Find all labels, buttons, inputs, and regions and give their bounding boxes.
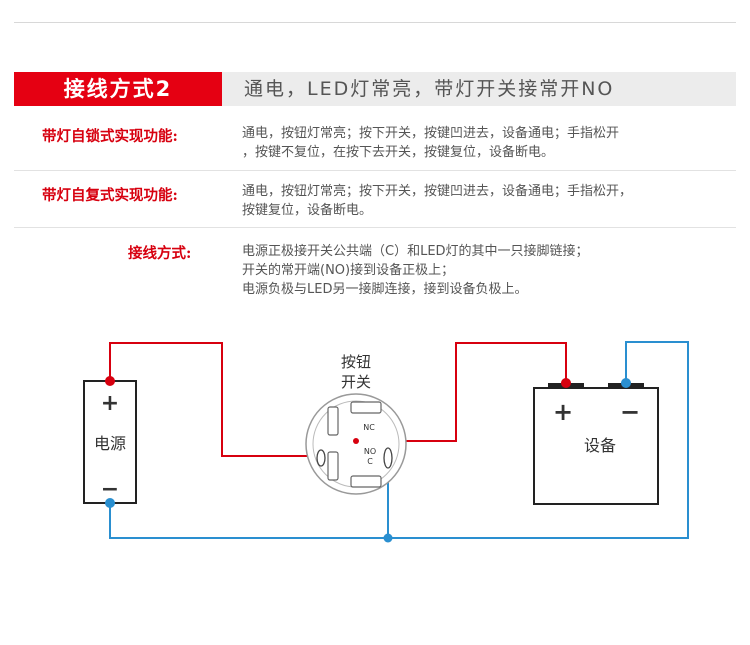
power-label: 电源 (94, 434, 126, 453)
terminal-no-label: NO (364, 447, 376, 456)
power-positive-terminal (105, 376, 115, 386)
power-negative-terminal (105, 498, 115, 508)
row-label-self-reset: 带灯自复式实现功能: (42, 187, 178, 204)
terminal-nc-label: NC (363, 423, 375, 432)
row-text-self-locking-1: 通电，按钮灯常亮；按下开关，按键凹进去，设备通电；手指松开 (242, 126, 620, 141)
switch-label-line1: 按钮 (341, 353, 371, 371)
power-minus-sign: − (101, 477, 119, 502)
section-banner: 接线方式2 通电，LED灯常亮，带灯开关接常开NO (14, 72, 736, 106)
switch-contact-point (353, 438, 359, 444)
banner-subtitle: 通电，LED灯常亮，带灯开关接常开NO (244, 78, 615, 100)
led-terminal-left (316, 449, 326, 467)
row-text-self-reset-2: 按键复位，设备断电。 (242, 203, 373, 218)
switch-no-to-device-wire (386, 342, 567, 442)
switch-pin-left-bottom (327, 451, 339, 481)
row-text-self-locking-2: ，按键不复位，在按下去开关，按键复位，设备断电。 (242, 145, 555, 160)
device-label: 设备 (584, 436, 616, 455)
row-label-self-locking: 带灯自锁式实现功能: (42, 128, 178, 145)
top-divider (14, 22, 736, 23)
switch-label-line2: 开关 (341, 373, 371, 391)
device-negative-terminal (621, 378, 631, 388)
power-positive-wire (109, 342, 320, 457)
power-source-box (83, 380, 137, 504)
device-positive-terminal (561, 378, 571, 388)
power-plus-sign: + (101, 391, 119, 416)
banner-title: 接线方式2 (14, 72, 222, 106)
row-divider (14, 170, 736, 171)
device-box (533, 387, 659, 505)
switch-pin-bottom (350, 475, 382, 488)
led-terminal-right (383, 447, 393, 469)
row-label-wiring: 接线方式: (128, 245, 192, 262)
terminal-c-label: C (367, 457, 373, 466)
power-negative-wire (109, 341, 689, 539)
row-divider (14, 227, 736, 228)
device-minus-sign: − (620, 398, 640, 426)
switch-pin-left-top (327, 406, 339, 436)
switch-pin-top (350, 401, 382, 414)
row-text-wiring-1: 电源正极接开关公共端（C）和LED灯的其中一只接脚链接； (242, 244, 589, 259)
row-text-self-reset-1: 通电，按钮灯常亮；按下开关，按键凹进去，设备通电；手指松开， (242, 184, 633, 199)
row-text-wiring-3: 电源负极与LED另一接脚连接，接到设备负极上。 (242, 282, 528, 297)
negative-junction-dot (383, 533, 393, 543)
row-text-wiring-2: 开关的常开端(NO)接到设备正极上； (242, 263, 455, 278)
device-plus-sign: + (553, 398, 573, 426)
